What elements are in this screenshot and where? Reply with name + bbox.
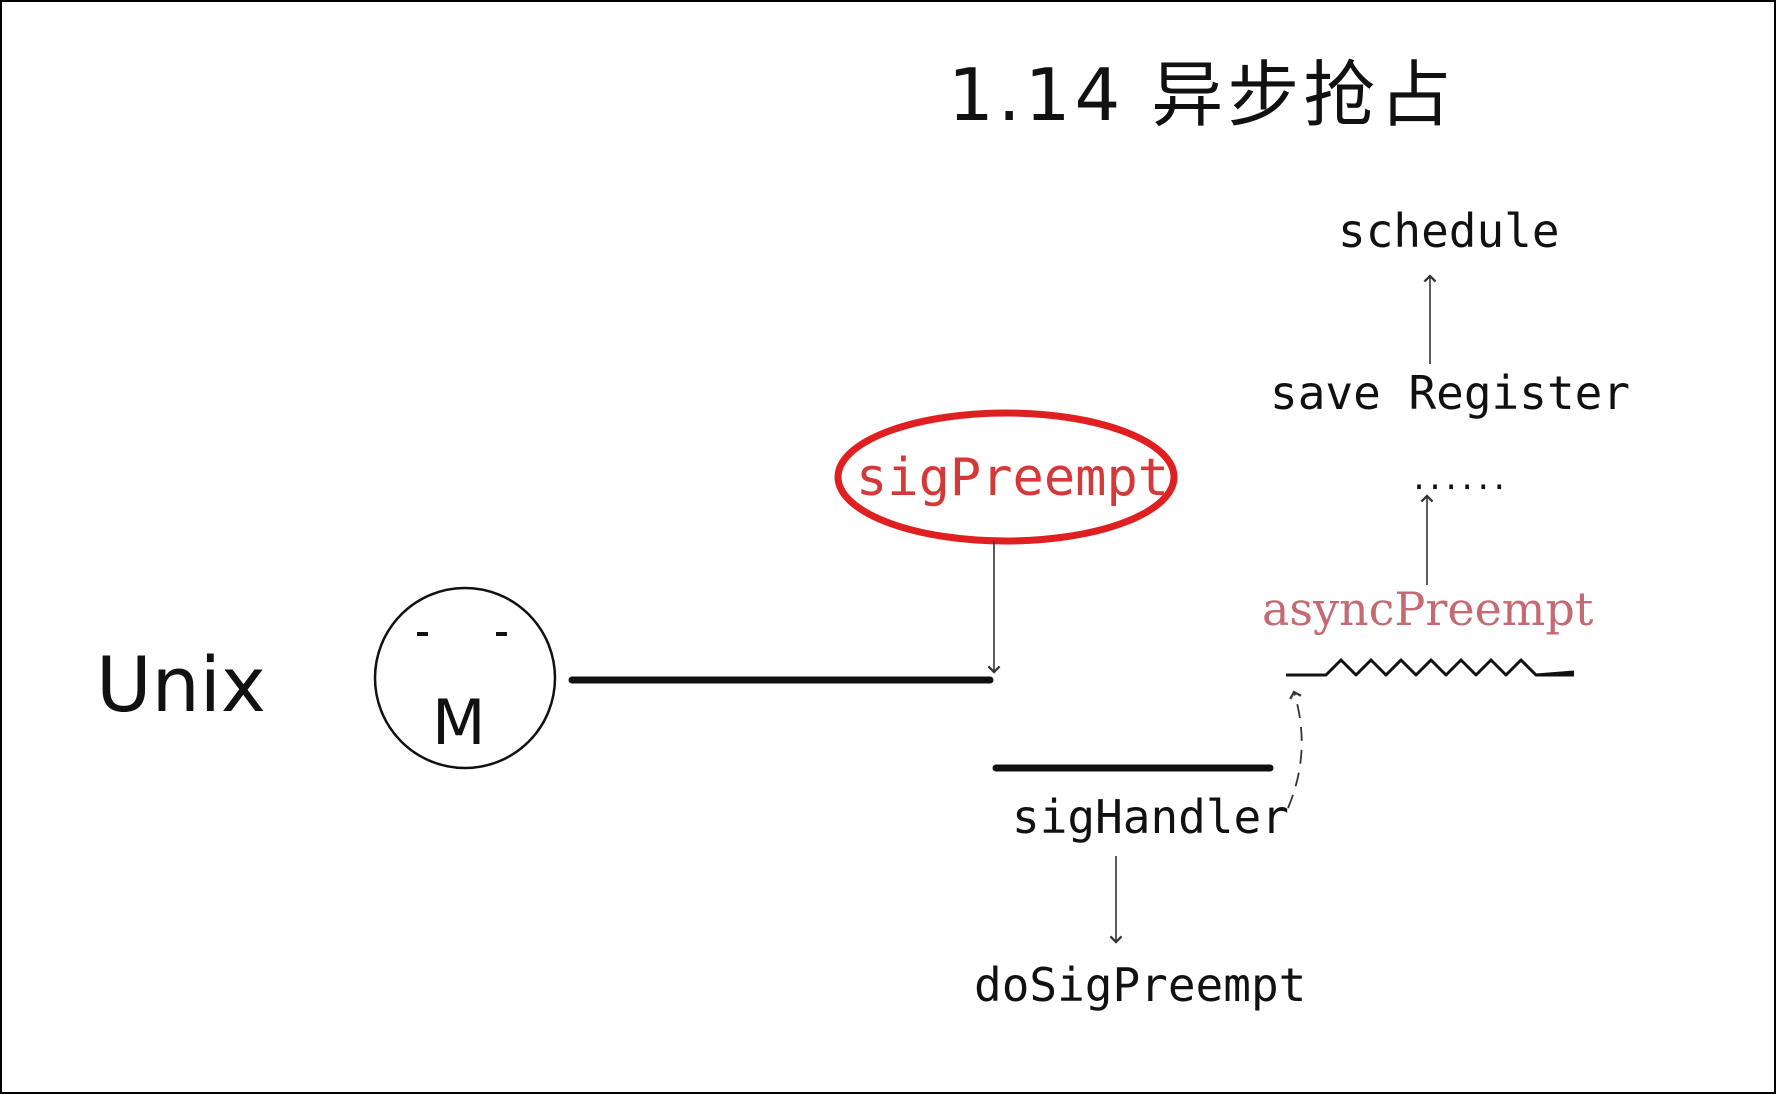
save-register-label: save Register (1270, 366, 1631, 420)
m-thread-label: M (432, 686, 486, 759)
unix-label: Unix (96, 640, 266, 729)
sighandler-to-asyncpreempt-dashed-arrow (1287, 690, 1303, 809)
sigpreempt-label: sigPreempt (856, 448, 1170, 508)
async-preempt-zigzag-line (1286, 658, 1574, 677)
slide-title: 1.14 异步抢占 (948, 53, 1456, 137)
zigzag-tail (1535, 670, 1575, 677)
schedule-label: schedule (1338, 204, 1560, 258)
m-thread-circle (373, 586, 557, 770)
sigpreempt-highlight-ellipse (834, 409, 1178, 545)
ellipsis-label: ...... (1410, 462, 1508, 497)
sighandler-label: sigHandler (1012, 790, 1289, 844)
async-preempt-label: asyncPreempt (1262, 582, 1594, 636)
dosigpreempt-label: doSigPreempt (974, 958, 1307, 1012)
